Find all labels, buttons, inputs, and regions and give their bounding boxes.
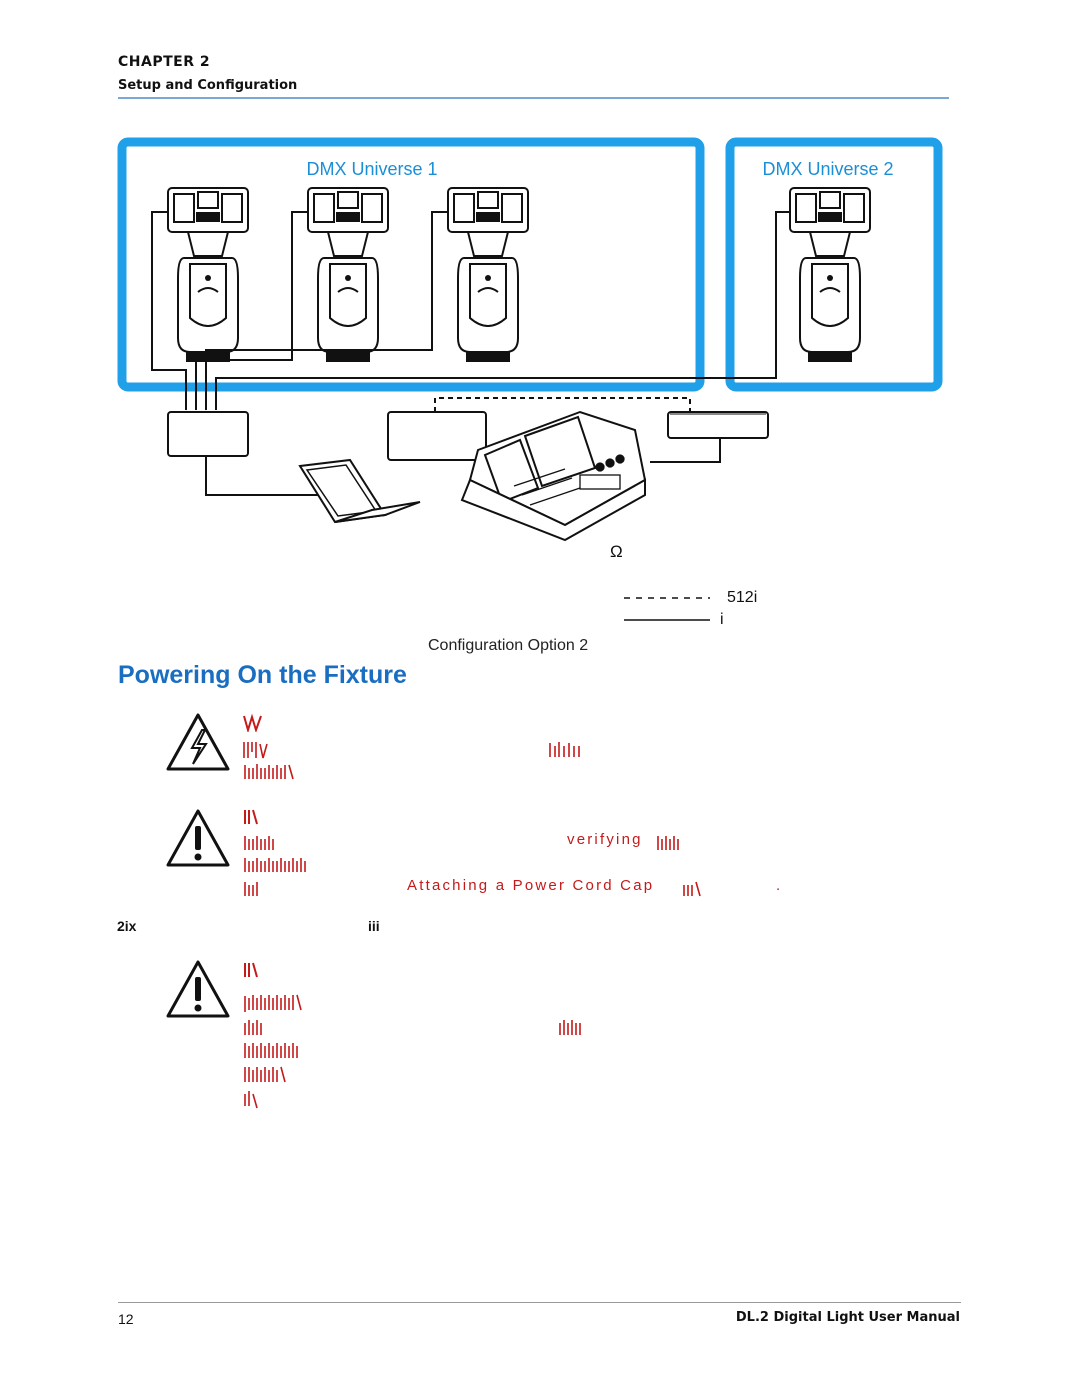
legend-solid-label: i [720, 611, 724, 628]
warning-3-heading [243, 961, 259, 979]
warning-1-line-1 [243, 740, 271, 760]
fixture-1 [167, 187, 249, 363]
exclamation-warning-icon-2 [166, 960, 230, 1018]
warning-3-line-2-end [558, 1017, 584, 1039]
lightning-warning-icon [166, 713, 230, 771]
section-subtitle: Setup and Configuration [118, 78, 298, 93]
universe-2-label: DMX Universe 2 [762, 159, 893, 179]
omega-symbol: Ω [610, 542, 623, 561]
warning-3-line-4 [243, 1064, 289, 1086]
diagram-caption: Configuration Option 2 [428, 637, 589, 654]
lighting-console-icon [460, 410, 647, 542]
warning-2-page-ref [682, 879, 702, 899]
mid-line-right: iii [368, 918, 380, 934]
manual-title: DL.2 Digital Light User Manual [735, 1310, 960, 1325]
warning-1-line-2 [243, 762, 295, 782]
mid-line-left: 2ix [117, 918, 137, 934]
universe-1-label: DMX Universe 1 [306, 159, 437, 179]
universe-2-box [725, 137, 943, 392]
warning-2-line-3-start [243, 879, 261, 899]
warning-1-heading [243, 713, 263, 734]
warning-3-line-5 [243, 1088, 259, 1110]
warning-2-line-1-end [656, 833, 684, 853]
warning-2-line-1 [243, 833, 279, 853]
network-switch [387, 411, 487, 461]
configuration-diagram: DMX Universe 1 DMX Universe 2 [117, 137, 943, 628]
chapter-label: CHAPTER 2 [118, 54, 211, 70]
warning-2-inline-text: verifying [567, 831, 643, 848]
legend-dashed-label: 512i [727, 589, 757, 606]
page-number: 12 [118, 1311, 134, 1327]
laptop-icon [298, 458, 421, 524]
warning-2-trailing-period: . [776, 877, 783, 894]
warning-3-line-1 [243, 992, 307, 1014]
network-node-1 [167, 411, 249, 457]
fixture-3 [447, 187, 529, 363]
section-title: Powering On the Fixture [118, 661, 407, 689]
warning-3-line-3 [243, 1040, 305, 1062]
warning-2-line-2 [243, 855, 311, 875]
warning-2-heading [243, 808, 259, 826]
exclamation-warning-icon [166, 809, 230, 867]
fixture-2 [307, 187, 389, 363]
attaching-power-cord-cap-link[interactable]: Attaching a Power Cord Cap [407, 877, 655, 894]
footer-divider [118, 1302, 961, 1303]
header-divider [118, 97, 949, 99]
warning-1-line-1-end [548, 740, 584, 760]
universe-1-box [117, 137, 705, 392]
fixture-4 [789, 187, 871, 363]
warning-3-line-2 [243, 1017, 267, 1039]
network-node-2 [667, 411, 769, 439]
